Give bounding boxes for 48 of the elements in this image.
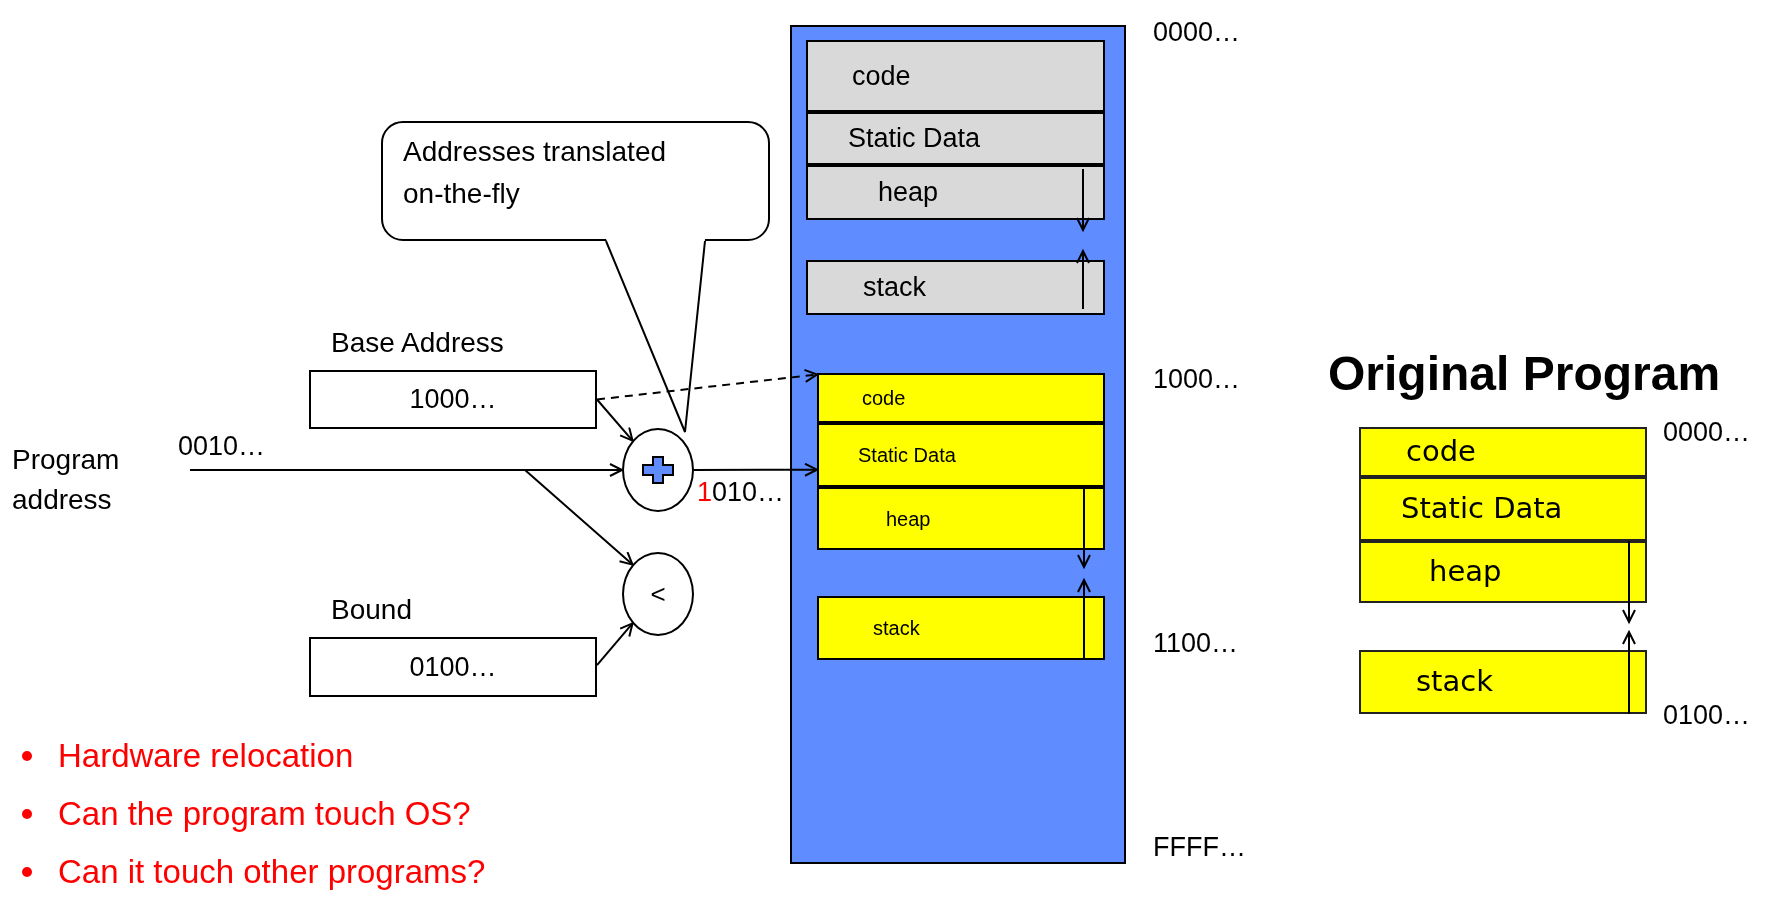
box-text: stack bbox=[863, 271, 927, 305]
input-label-text: Program address bbox=[12, 443, 121, 517]
comparator-circle bbox=[622, 552, 694, 636]
segment-box bbox=[806, 112, 1105, 165]
box-text: code bbox=[1406, 433, 1476, 471]
box-text: 0100… bbox=[409, 650, 497, 684]
segment-box bbox=[1359, 477, 1647, 541]
segment-box bbox=[806, 40, 1105, 112]
segment-box bbox=[1359, 427, 1647, 477]
register-label: Base Address bbox=[331, 326, 504, 360]
box-text: heap bbox=[1429, 553, 1502, 591]
bubble-text: Addresses translated on-the-fly bbox=[403, 135, 668, 211]
segment-box bbox=[817, 596, 1105, 660]
bullet-text: Can it touch other programs? bbox=[58, 852, 486, 892]
segment-box bbox=[817, 373, 1105, 423]
arrow bbox=[189, 469, 634, 566]
box-text: Static Data bbox=[848, 122, 981, 156]
address-label: 1000… bbox=[1153, 363, 1241, 396]
box-text: < bbox=[650, 577, 666, 611]
arrow bbox=[596, 622, 634, 667]
segment-box bbox=[1359, 541, 1647, 603]
address-label: 0100… bbox=[1663, 699, 1751, 732]
address-label: 0000… bbox=[1663, 416, 1751, 449]
arrow bbox=[596, 398, 634, 442]
bullet-text: Hardware relocation bbox=[58, 736, 354, 776]
box-text: heap bbox=[886, 506, 931, 532]
box-text: Static Data bbox=[1401, 490, 1563, 528]
address-label: FFFF… bbox=[1153, 831, 1246, 864]
section-heading: Original Program bbox=[1328, 346, 1721, 402]
register-label: Bound bbox=[331, 593, 412, 627]
segment-box bbox=[1359, 650, 1647, 714]
box-text: stack bbox=[1416, 663, 1493, 701]
box-text: 1000… bbox=[409, 383, 497, 417]
segment-box bbox=[817, 423, 1105, 487]
memory-block bbox=[790, 25, 1126, 864]
arrow bbox=[693, 462, 818, 477]
box-text: heap bbox=[878, 176, 939, 210]
segment-box bbox=[817, 487, 1105, 550]
box-text: Static Data bbox=[858, 443, 956, 468]
bullet-text: Can the program touch OS? bbox=[58, 794, 471, 834]
box-text: stack bbox=[873, 616, 920, 641]
box-text: code bbox=[862, 386, 906, 411]
box-text: code bbox=[852, 59, 911, 93]
segment-box bbox=[806, 165, 1105, 220]
segment-box bbox=[806, 260, 1105, 315]
address-label: 1100… bbox=[1153, 627, 1239, 660]
address-label: 0000… bbox=[1153, 16, 1241, 49]
arrow bbox=[596, 368, 818, 401]
